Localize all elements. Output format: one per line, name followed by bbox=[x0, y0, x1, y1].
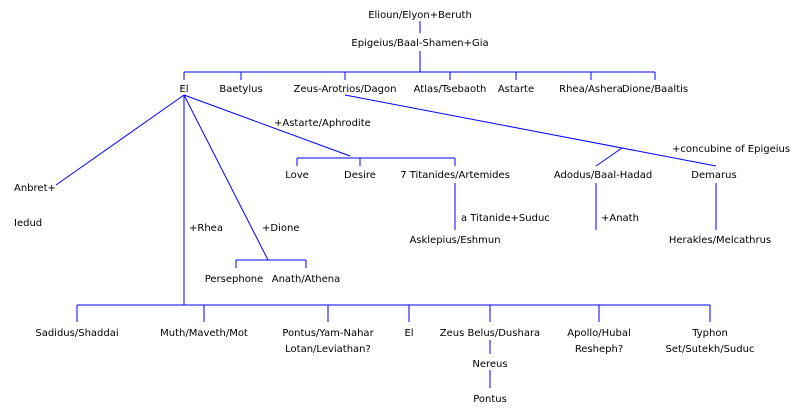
line-el-astarte bbox=[183, 94, 351, 157]
node-anath-spouse: +Anath bbox=[601, 213, 639, 224]
node-herakles: Herakles/Melcathrus bbox=[669, 235, 771, 246]
node-nereus: Nereus bbox=[472, 359, 507, 370]
node-iedud: Iedud bbox=[14, 218, 42, 229]
node-asklepius: Asklepius/Eshmun bbox=[409, 235, 500, 246]
node-love: Love bbox=[285, 170, 309, 181]
node-atlas: Atlas/Tsebaoth bbox=[414, 84, 487, 95]
node-elioun: Elioun/Elyon+Beruth bbox=[368, 10, 472, 21]
line-zeus-arotrios-concubine bbox=[344, 94, 717, 167]
node-typhon-line1: Typhon bbox=[691, 328, 728, 339]
node-typhon-line2: Set/Sutekh/Suduc bbox=[666, 344, 755, 355]
node-persephone: Persephone bbox=[205, 274, 264, 285]
node-muth: Muth/Maveth/Mot bbox=[160, 328, 248, 339]
node-desire: Desire bbox=[344, 170, 376, 181]
line-el-dione bbox=[183, 94, 269, 261]
node-epigeius: Epigeius/Baal-Shamen+Gia bbox=[351, 38, 488, 49]
node-rhea-ashera: Rhea/Ashera bbox=[559, 84, 623, 95]
node-baetylus: Baetylus bbox=[219, 84, 262, 95]
node-pontus-yam-line2: Lotan/Leviathan? bbox=[285, 344, 371, 355]
node-pontus-yam-line1: Pontus/Yam-Nahar bbox=[282, 328, 374, 339]
node-el: El bbox=[179, 84, 188, 95]
node-zeus-belus: Zeus Belus/Dushara bbox=[440, 328, 540, 339]
node-dione-baaltis: Dione/Baaltis bbox=[622, 84, 688, 95]
line-concubine-adodus bbox=[595, 147, 623, 167]
node-dione-spouse: +Dione bbox=[262, 223, 299, 234]
node-astarte: Astarte bbox=[498, 84, 534, 95]
node-anbret: Anbret+ bbox=[14, 183, 56, 194]
connector-lines bbox=[55, 21, 717, 388]
node-demarus: Demarus bbox=[691, 170, 736, 181]
node-titanide-suduc: a Titanide+Suduc bbox=[461, 213, 550, 224]
node-titanides: 7 Titanides/Artemides bbox=[400, 170, 510, 181]
node-el-child: El bbox=[404, 328, 413, 339]
node-rhea-spouse: +Rhea bbox=[189, 223, 223, 234]
line-el-anbret bbox=[55, 94, 185, 186]
node-sadidus: Sadidus/Shaddai bbox=[35, 328, 118, 339]
node-zeus-arotrios: Zeus-Arotrios/Dagon bbox=[294, 84, 397, 95]
node-astarte-aphrodite: +Astarte/Aphrodite bbox=[274, 118, 371, 129]
node-anath-athena: Anath/Athena bbox=[272, 274, 340, 285]
node-pontus: Pontus bbox=[473, 394, 507, 405]
node-concubine: +concubine of Epigeius bbox=[672, 144, 790, 155]
node-labels: Elioun/Elyon+Beruth Epigeius/Baal-Shamen… bbox=[14, 10, 790, 405]
node-apollo-line2: Resheph? bbox=[575, 344, 623, 355]
node-adodus: Adodus/Baal-Hadad bbox=[554, 170, 652, 181]
node-apollo-line1: Apollo/Hubal bbox=[567, 328, 630, 339]
